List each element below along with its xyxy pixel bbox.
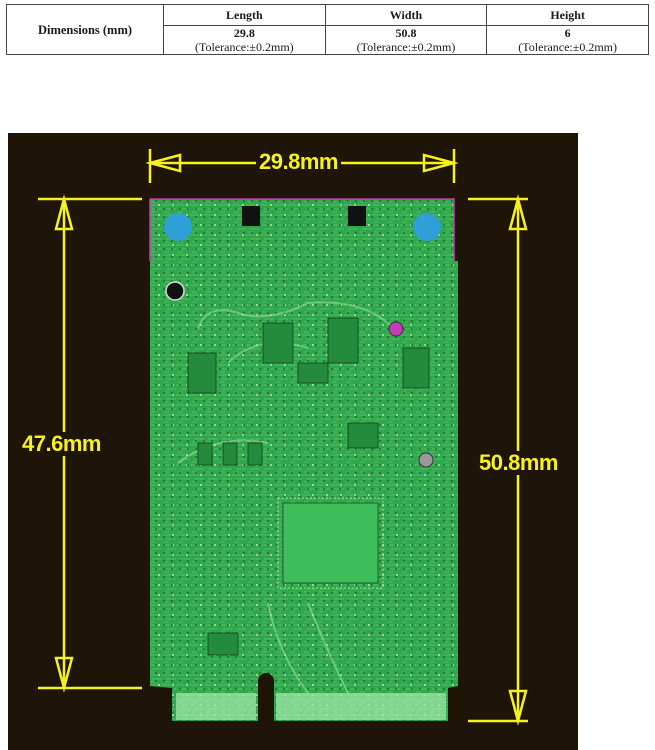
pcb-drawing — [38, 149, 528, 726]
width-tolerance: (Tolerance:±0.2mm) — [356, 40, 456, 54]
length-header: Length — [163, 4, 326, 26]
mounting-hole-left — [164, 213, 192, 241]
pcb-dimension-figure: 29.8mm 47.6mm 50.8mm — [8, 133, 578, 750]
dimensions-row-label: Dimensions (mm) — [6, 4, 164, 55]
height-value: 6 — [564, 26, 571, 40]
width-value: 50.8 — [395, 26, 417, 40]
width-header: Width — [324, 4, 488, 26]
length-cell: 29.8 (Tolerance:±0.2mm) — [163, 25, 326, 55]
width-cell: 50.8 (Tolerance:±0.2mm) — [324, 25, 488, 55]
dimensions-table: Dimensions (mm) Length Width Height 29.8… — [6, 4, 649, 55]
width-dimension-label: 29.8mm — [256, 150, 341, 174]
length-tolerance: (Tolerance:±0.2mm) — [194, 40, 294, 54]
pcb-board — [149, 198, 458, 721]
height-header: Height — [486, 4, 649, 26]
length-value: 29.8 — [233, 26, 255, 40]
edge-connector — [176, 693, 446, 720]
main-chip — [282, 502, 379, 584]
total-height-dimension-label: 50.8mm — [476, 451, 561, 475]
height-tolerance: (Tolerance:±0.2mm) — [518, 40, 618, 54]
body-height-dimension-label: 47.6mm — [19, 432, 104, 456]
mounting-hole-right — [413, 213, 441, 241]
height-cell: 6 (Tolerance:±0.2mm) — [486, 25, 649, 55]
